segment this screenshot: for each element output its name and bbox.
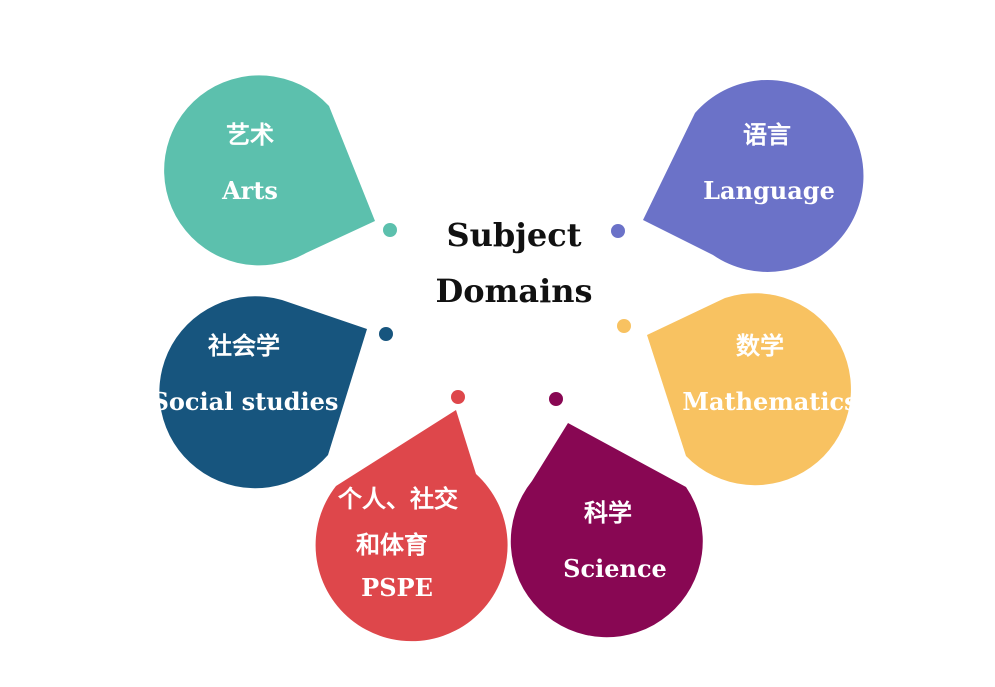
language-label-en: Language xyxy=(703,176,835,205)
language-label-zh: 语言 xyxy=(743,120,791,149)
math-label-en: Mathematics xyxy=(682,387,857,416)
social-label-zh: 社会学 xyxy=(208,331,280,360)
petal-mathematics: 数学 Mathematics xyxy=(617,293,858,486)
petal-science-shape xyxy=(510,423,703,638)
petal-science: 科学 Science xyxy=(510,392,703,638)
petal-language-shape xyxy=(643,79,864,272)
petal-arts-shape xyxy=(164,75,375,266)
petal-math-shape xyxy=(647,293,851,486)
pspe-label-zh-line1: 个人、社交 xyxy=(338,484,458,513)
science-label-en: Science xyxy=(563,554,667,583)
math-label-zh: 数学 xyxy=(736,331,784,360)
petal-social-shape xyxy=(159,296,367,489)
dot-pspe xyxy=(451,390,465,404)
center-title-line1: Subject xyxy=(447,216,582,254)
pspe-label-en: PSPE xyxy=(361,573,433,602)
science-label-zh: 科学 xyxy=(584,498,632,527)
dot-science xyxy=(549,392,563,406)
petal-language: 语言 Language xyxy=(611,79,864,272)
petal-pspe-shape xyxy=(315,410,508,642)
pspe-label-zh-line2: 和体育 xyxy=(356,530,428,559)
center-title-line2: Domains xyxy=(435,272,592,310)
dot-math xyxy=(617,319,631,333)
petal-social-studies: 社会学 Social studies xyxy=(152,296,393,489)
dot-language xyxy=(611,224,625,238)
petal-pspe: 个人、社交 和体育 PSPE xyxy=(315,390,508,642)
arts-label-zh: 艺术 xyxy=(226,120,274,149)
social-label-en: Social studies xyxy=(152,387,339,416)
arts-label-en: Arts xyxy=(221,176,278,205)
petal-arts: 艺术 Arts xyxy=(164,75,397,266)
dot-arts xyxy=(383,223,397,237)
dot-social xyxy=(379,327,393,341)
